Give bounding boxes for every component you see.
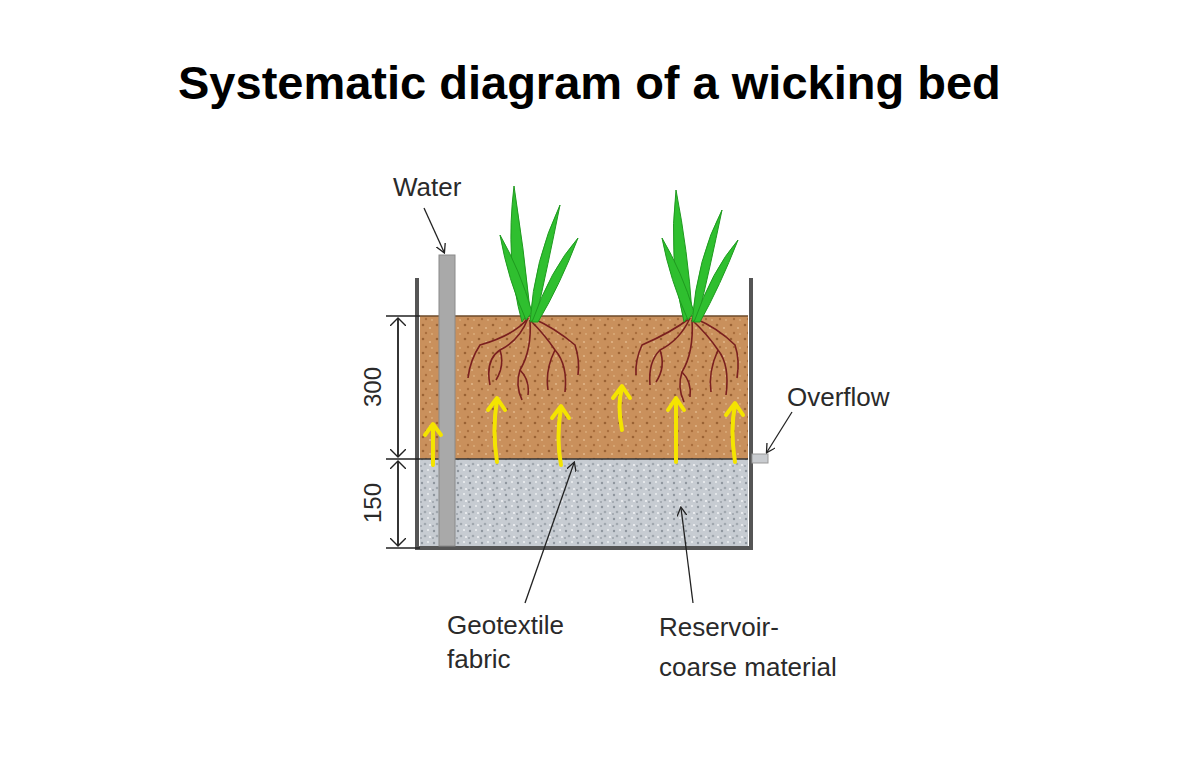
water-label: Water — [393, 172, 461, 203]
overflow-label: Overflow — [787, 382, 890, 413]
reservoir-label: Reservoir- coarse material — [659, 607, 854, 687]
dimension-label: 300 — [358, 367, 387, 407]
diagram-title: Systematic diagram of a wicking bed — [178, 55, 1001, 110]
dimension-label: 150 — [358, 483, 387, 523]
geotextile-label: Geotextile fabric — [447, 608, 587, 676]
